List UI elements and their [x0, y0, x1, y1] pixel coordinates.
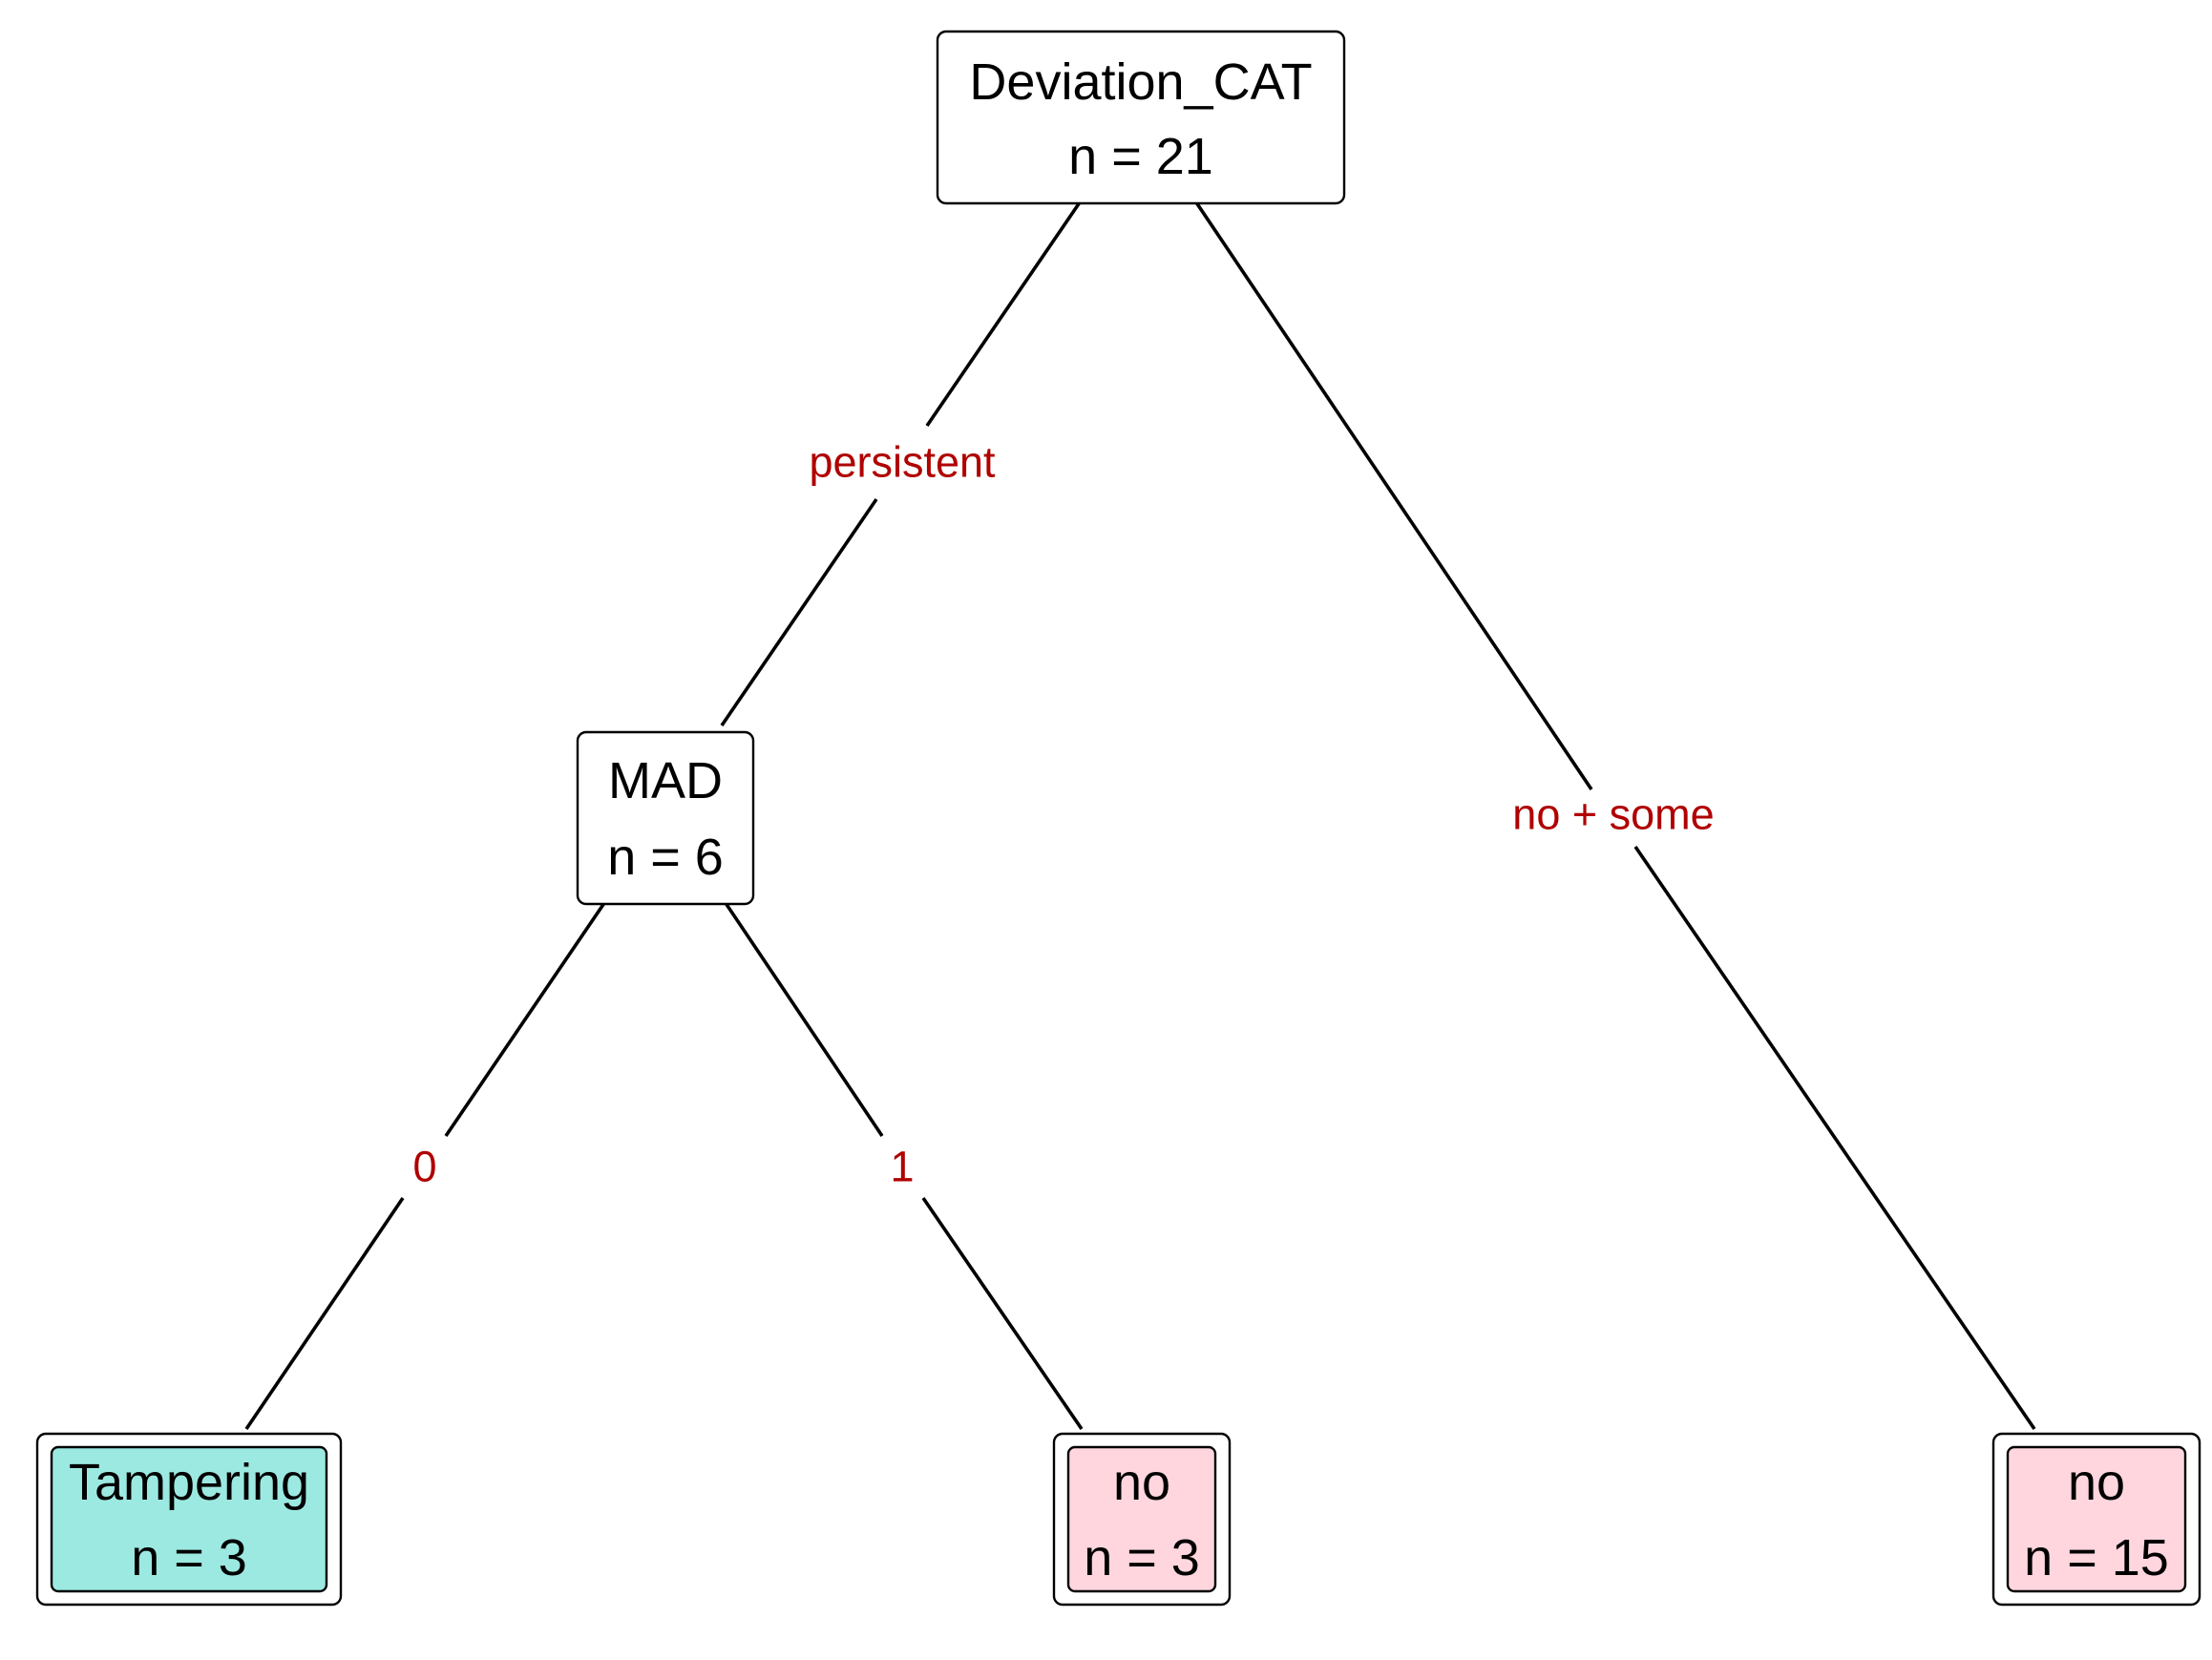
leaf-tampering-label: Tampering: [69, 1454, 309, 1511]
leaf-tampering: Tampering n = 3: [35, 1432, 343, 1607]
node-mad-label: MAD: [608, 752, 723, 809]
leaf-no-middle-count: n = 3: [1084, 1529, 1200, 1586]
leaf-no-right-label: no: [2068, 1454, 2125, 1511]
leaf-no-right-count: n = 15: [2024, 1529, 2169, 1586]
node-mad-count: n = 6: [607, 829, 724, 886]
leaf-no-middle-label: no: [1113, 1454, 1170, 1511]
leaf-no-middle: no n = 3: [1052, 1432, 1232, 1607]
leaf-no-right: no n = 15: [1991, 1432, 2201, 1607]
edge-label-1: 1: [890, 1143, 914, 1191]
edge-label-0: 0: [412, 1143, 436, 1191]
edge-root-to-mad: persistent: [720, 200, 1082, 727]
leaf-tampering-count: n = 3: [131, 1529, 247, 1586]
node-root-label: Deviation_CAT: [969, 53, 1312, 111]
edge-mad-to-tampering: 0: [244, 898, 608, 1431]
edge-mad-to-no: 1: [722, 898, 1084, 1431]
node-root: Deviation_CAT n = 21: [936, 30, 1346, 205]
edge-label-no-some: no + some: [1512, 790, 1714, 839]
edge-root-to-leaf-right: no + some: [1194, 200, 2036, 1431]
node-root-count: n = 21: [1068, 128, 1213, 185]
edge-label-persistent: persistent: [809, 438, 996, 487]
node-mad: MAD n = 6: [576, 730, 755, 906]
